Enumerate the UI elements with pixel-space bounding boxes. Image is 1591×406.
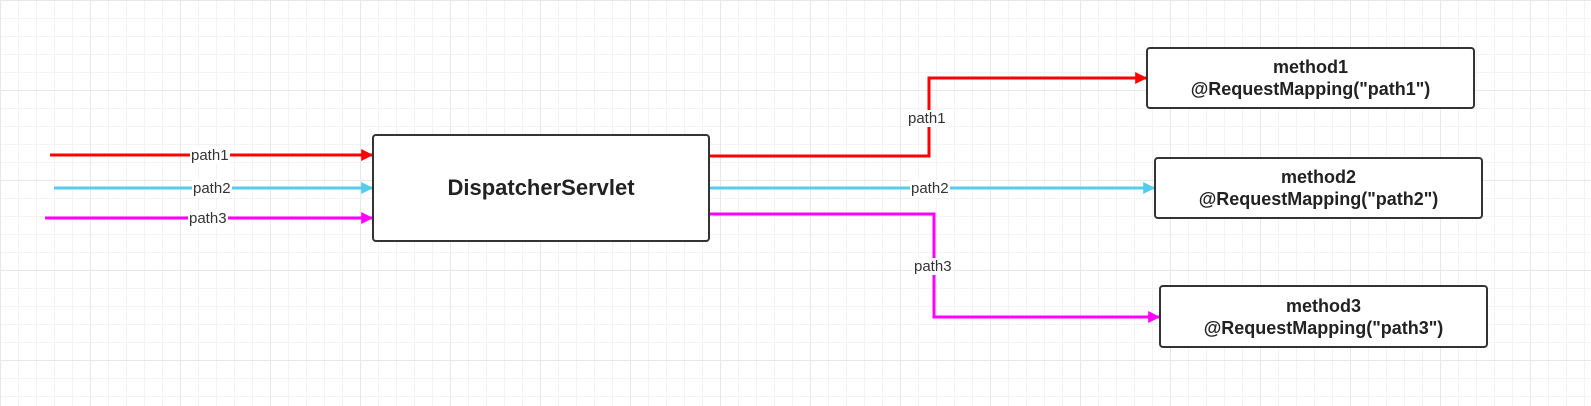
outgoing-path2-label: path2 — [910, 180, 950, 197]
method1-box[interactable]: method1 @RequestMapping("path1") — [1146, 47, 1475, 109]
method1-mapping: @RequestMapping("path1") — [1190, 79, 1431, 99]
dispatcher-servlet-label: DispatcherServlet — [447, 175, 635, 200]
outgoing-path1-label: path1 — [907, 110, 947, 127]
method3-mapping: @RequestMapping("path3") — [1203, 317, 1444, 338]
dispatcher-servlet-box[interactable]: DispatcherServlet — [372, 134, 710, 242]
method3-box[interactable]: method3 @RequestMapping("path3") — [1159, 285, 1488, 348]
method2-mapping: @RequestMapping("path2") — [1198, 189, 1439, 209]
method2-name: method2 — [1280, 167, 1356, 187]
method3-name: method3 — [1285, 295, 1361, 316]
incoming-path3-label: path3 — [188, 210, 228, 227]
incoming-path1-label: path1 — [190, 147, 230, 164]
incoming-path2-label: path2 — [192, 180, 232, 197]
outgoing-path3-label: path3 — [913, 258, 953, 275]
method1-name: method1 — [1272, 57, 1348, 77]
method2-box[interactable]: method2 @RequestMapping("path2") — [1154, 157, 1483, 219]
